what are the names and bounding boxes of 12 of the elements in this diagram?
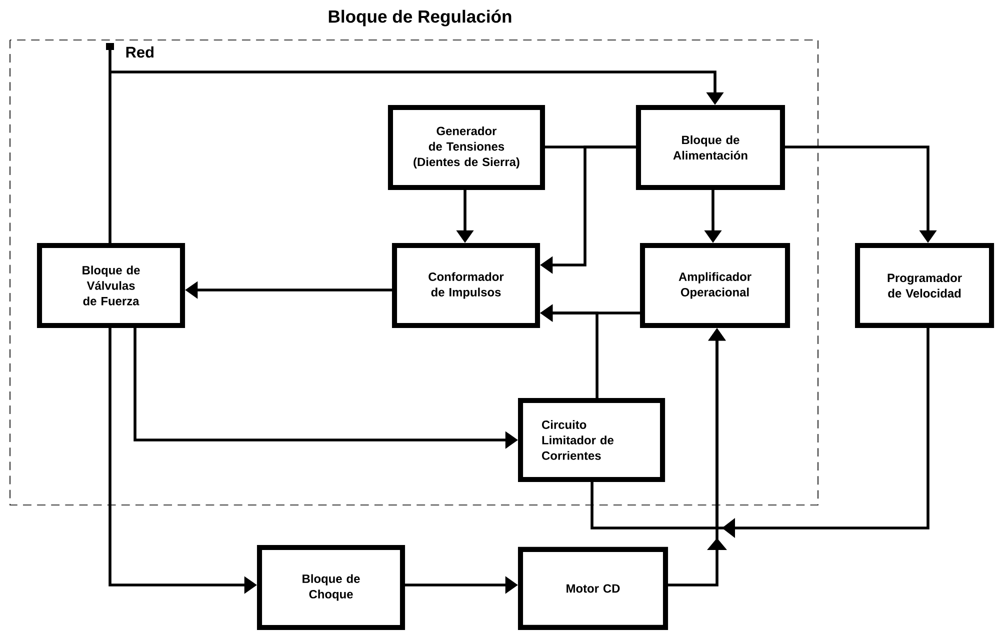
block-box: Generador de Tensiones (Dientes de Sierra) [388, 104, 546, 190]
terminal-label: Red [126, 46, 154, 58]
block-box: Bloque de Choque [256, 544, 406, 630]
block-box: Conformador de Impulsos [392, 242, 540, 328]
block-box: Programador de Velocidad [855, 242, 994, 328]
block-box: Circuito Limitador de Corrientes [518, 398, 666, 482]
arrow [708, 328, 930, 538]
block-box: Bloque de Alimentación [636, 104, 785, 190]
region-title: Bloque de Regulación [328, 10, 512, 26]
block-box: Bloque de Válvulas de Fuerza [36, 242, 186, 328]
block-box: Motor CD [518, 546, 668, 630]
block-box: Amplificador Operacional [640, 242, 790, 328]
